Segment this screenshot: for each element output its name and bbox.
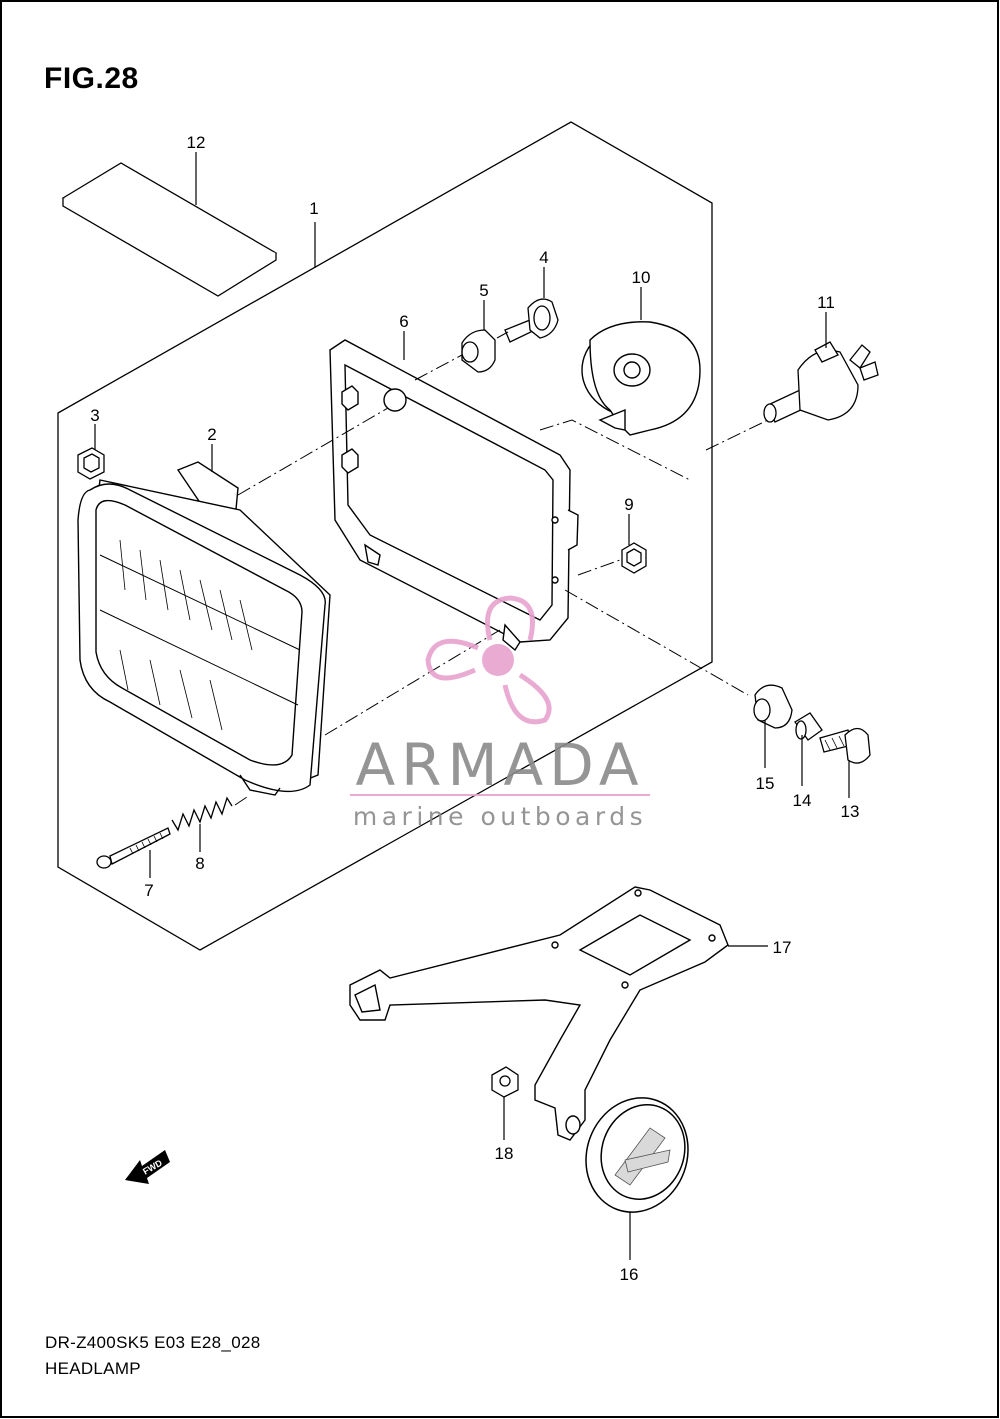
assembly-lines [234,331,769,806]
callout-8: 8 [195,854,204,873]
callout-4: 4 [539,248,548,267]
callout-17: 17 [773,938,792,957]
arrow-left-icon [125,1150,170,1184]
callout-3: 3 [90,406,99,425]
callout-1: 1 [309,199,318,218]
part-14-collar [794,712,823,741]
callout-16: 16 [620,1265,639,1284]
figure-title: FIG.28 [44,62,139,95]
callout-10: 10 [632,268,651,287]
callout-6: 6 [399,312,408,331]
fwd-direction-badge: FWD [125,1150,170,1184]
assembly-outline [57,121,713,951]
part-17-bracket [349,886,729,1141]
part-8-spring [171,796,233,832]
callout-11: 11 [817,293,835,312]
part-12-sticker [61,162,278,297]
callout-12: 12 [187,133,206,152]
part-10-socket [581,321,701,436]
callout-13: 13 [841,802,860,821]
propeller-icon [425,595,552,725]
callout-labels: 1 2 3 4 5 6 7 8 9 10 11 12 13 14 15 16 1… [90,133,859,1284]
part-15-grommet [753,684,793,729]
callout-15: 15 [756,774,775,793]
watermark-brand: ARMADA [355,731,644,799]
callout-7: 7 [144,881,153,900]
armada-watermark: ARMADA marine outboards [350,595,650,831]
callout-9: 9 [624,495,633,514]
part-13-bolt [819,727,871,764]
part-2-headlamp-unit [77,461,331,796]
part-3-nut [77,447,105,480]
model-code: DR-Z400SK5 E03 E28_028 [45,1333,261,1352]
part-7-screw [96,827,171,869]
part-9-nut [621,542,647,574]
callout-14: 14 [793,791,812,810]
part-4-bolt [504,298,559,343]
part-11-bulb [763,341,879,423]
callout-leaders [94,152,850,1260]
watermark-tagline: marine outboards [353,802,647,831]
part-5-grommet [461,329,496,373]
section-name: HEADLAMP [45,1359,141,1378]
callout-18: 18 [495,1144,514,1163]
part-18-nut [491,1066,519,1098]
callout-5: 5 [479,281,488,300]
part-6-frame [329,339,579,652]
part-16-reflector [585,1097,689,1213]
callout-2: 2 [207,425,216,444]
